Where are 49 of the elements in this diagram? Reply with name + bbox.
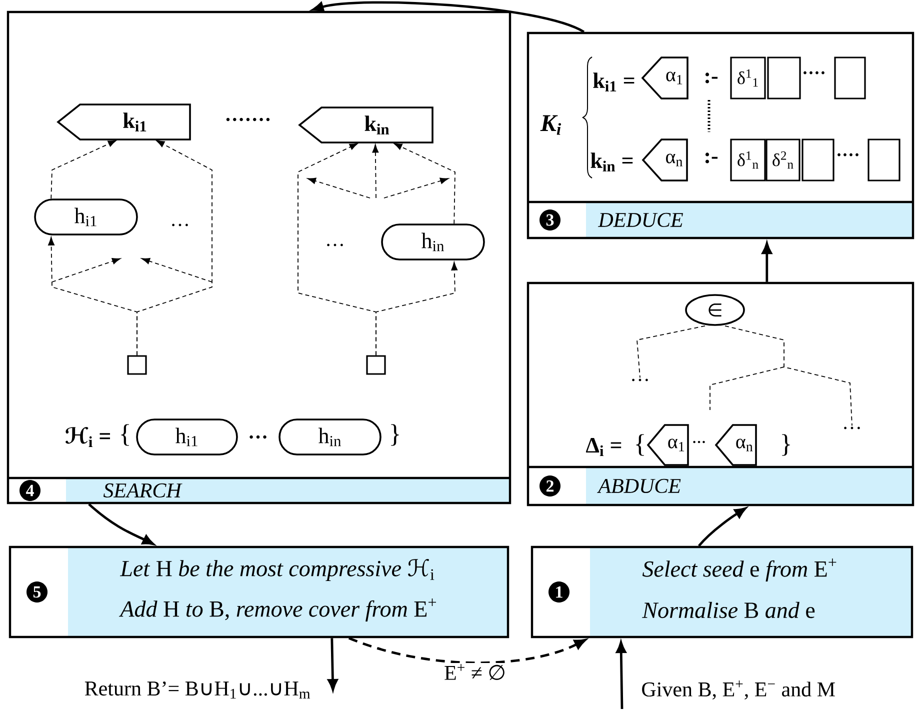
clause-head-label: k$_{i1}$ =	[593, 72, 634, 92]
dashed-arrow	[136, 140, 212, 356]
ellipsis: …	[250, 435, 266, 439]
edge-label: E$^{+}$ ≠ ∅	[443, 662, 507, 681]
empty-box	[127, 355, 147, 375]
ellipsis: …	[844, 426, 860, 430]
empty-box	[802, 138, 834, 182]
set-label: ℋ$_{i}$ =	[66, 427, 110, 447]
set-label: K$_{i}$	[540, 115, 562, 135]
brace: {	[636, 434, 644, 456]
ellipsis: …	[693, 440, 705, 444]
implication-sign: :-	[705, 72, 718, 84]
empty-box	[366, 355, 386, 375]
brace: }	[782, 434, 790, 456]
literal-box: δ$^{1}$1	[730, 56, 766, 100]
hypothesis-pill: h$_{i1}$	[34, 198, 138, 236]
edge-label: Return B’= B∪H$_{1}$∪...∪H$_{m}$	[83, 680, 312, 700]
empty-box	[834, 56, 866, 100]
dashed-arrow	[348, 636, 586, 664]
empty-box	[868, 138, 900, 182]
arrow	[328, 638, 338, 691]
implication-sign: :-	[705, 152, 718, 164]
hypothesis-pill: h$_{i1}$	[136, 418, 238, 456]
ellipsis: …	[632, 378, 648, 382]
dashed-arrow	[394, 143, 456, 224]
dotted-ellipsis: ·······	[226, 118, 270, 122]
step-box: 1 Select seed e from E$^{+}$ Normalise B and e	[530, 546, 914, 638]
step-box: 5 Let H be the most compressive ℋ$_{i}$ Add H to B, remove cover from E$^{+}$	[8, 546, 510, 638]
dashed-arrow	[50, 140, 116, 200]
tree-branch	[636, 325, 706, 378]
hypothesis-pill: h$_{in}$	[278, 418, 382, 456]
ellipsis: …	[172, 224, 188, 226]
arrow	[698, 507, 746, 547]
edge-label: Given B, E$^{+}$, E$^{−}$ and M	[640, 679, 836, 701]
empty-box	[767, 56, 801, 100]
arrow	[88, 503, 154, 546]
dotted-ellipsis: ····	[804, 71, 824, 74]
literal-box: δ$^{2}$n	[766, 138, 800, 182]
dotted-ellipsis: ····	[838, 153, 858, 156]
tree-branch	[724, 325, 852, 426]
brace: }	[391, 424, 399, 446]
brace: {	[121, 424, 129, 446]
clause-head-label: k$_{in}$ =	[590, 152, 633, 172]
literal-box: δ$^{1}$n	[730, 138, 766, 182]
hypothesis-pill: h$_{in}$	[381, 224, 485, 260]
dashed-arrow	[298, 143, 376, 356]
dashed-arrow	[372, 144, 379, 198]
ellipsis: …	[327, 244, 343, 246]
set-label: Δ$_{i}$ =	[586, 438, 622, 456]
